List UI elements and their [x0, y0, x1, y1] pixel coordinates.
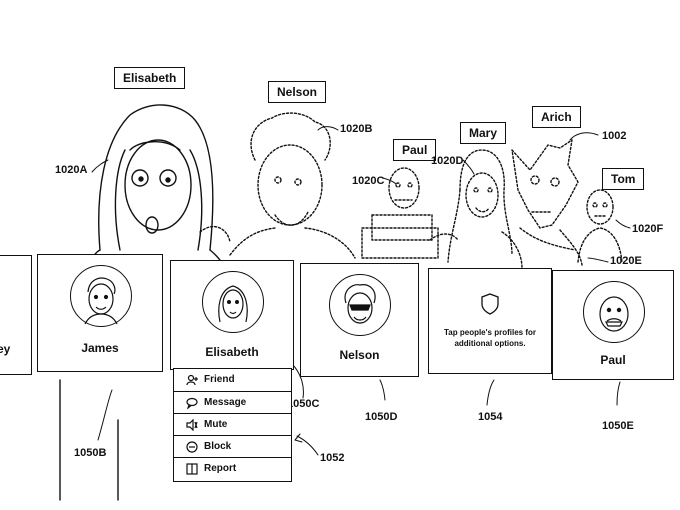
- profile-name-elisabeth: Elisabeth: [171, 345, 293, 359]
- name-tag-tom: Tom: [602, 168, 644, 190]
- report-book-icon: [186, 463, 198, 475]
- menu-label-report: Report: [204, 463, 236, 474]
- ref-1020c: 1020C: [352, 175, 384, 187]
- person-nelson: [200, 113, 355, 258]
- avatar-nelson: [329, 274, 391, 336]
- shield-icon: [481, 293, 499, 320]
- menu-label-message: Message: [204, 397, 246, 408]
- info-hint-text: Tap people's profiles for additional opt…: [437, 327, 543, 349]
- ref-1020f: 1020F: [632, 223, 663, 235]
- ref-1054: 1054: [478, 411, 502, 423]
- profile-name-partial: ey: [0, 342, 31, 356]
- profile-name-paul: Paul: [553, 353, 673, 367]
- avatar-james: [70, 265, 132, 327]
- profile-card-elisabeth[interactable]: Elisabeth: [170, 260, 294, 370]
- profile-card-nelson[interactable]: Nelson: [300, 263, 419, 377]
- ref-1020d: 1020D: [431, 155, 463, 167]
- person-mary: [430, 150, 522, 268]
- avatar-paul: [583, 281, 645, 343]
- name-tag-elisabeth: Elisabeth: [114, 67, 185, 89]
- profile-name-james: James: [38, 341, 162, 355]
- person-arich: [512, 140, 582, 265]
- person-plus-icon: [186, 374, 198, 386]
- name-tag-paul: Paul: [393, 139, 436, 161]
- ref-1050d: 1050D: [365, 411, 397, 423]
- menu-label-friend: Friend: [204, 374, 235, 385]
- ref-1050e: 1050E: [602, 420, 634, 432]
- block-circle-icon: [186, 441, 198, 453]
- ref-1052: 1052: [320, 452, 344, 464]
- speaker-icon: [186, 419, 198, 431]
- name-tag-nelson: Nelson: [268, 81, 326, 103]
- profile-card-partial[interactable]: ey: [0, 255, 32, 375]
- person-tom: [578, 190, 622, 262]
- ref-1050b: 1050B: [74, 447, 106, 459]
- profile-options-menu: Friend Message Mute Block Report: [173, 368, 292, 482]
- menu-label-block: Block: [204, 441, 231, 452]
- name-tag-mary: Mary: [460, 122, 506, 144]
- ref-1020b: 1020B: [340, 123, 372, 135]
- profile-card-paul[interactable]: Paul: [552, 270, 674, 380]
- ref-1020a: 1020A: [55, 164, 87, 176]
- profile-name-nelson: Nelson: [301, 348, 418, 362]
- info-card: Tap people's profiles for additional opt…: [428, 268, 552, 374]
- profile-card-james[interactable]: James: [37, 254, 163, 372]
- name-tag-arich: Arich: [532, 106, 581, 128]
- menu-item-friend[interactable]: Friend: [174, 369, 291, 391]
- menu-label-mute: Mute: [204, 419, 227, 430]
- menu-item-report[interactable]: Report: [174, 457, 291, 480]
- ref-1020e: 1020E: [610, 255, 642, 267]
- speech-bubble-icon: [186, 397, 198, 409]
- menu-item-message[interactable]: Message: [174, 391, 291, 414]
- ref-1002: 1002: [602, 130, 626, 142]
- menu-item-block[interactable]: Block: [174, 435, 291, 458]
- avatar-elisabeth: [202, 271, 264, 333]
- menu-item-mute[interactable]: Mute: [174, 413, 291, 436]
